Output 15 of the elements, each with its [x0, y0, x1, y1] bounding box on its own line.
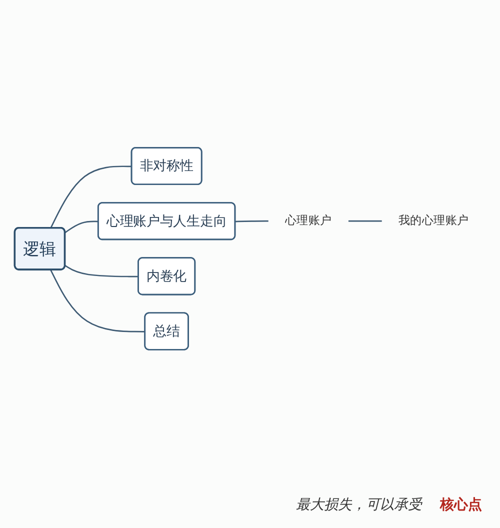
connector-line: [64, 221, 99, 234]
branch-topic-box: 非对称性: [130, 147, 202, 186]
connector-line: [50, 270, 146, 333]
branch-topic-box: 内卷化: [138, 258, 196, 296]
topic-text: 心理账户: [285, 214, 332, 228]
branch-topic-box: 总结: [144, 312, 189, 351]
connector-line: [348, 220, 382, 222]
root-topic-box: 逻辑: [14, 227, 66, 271]
note-text: 最大损失，可以承受: [296, 496, 422, 514]
branch-topic-box: 心理账户与人生走向: [97, 202, 236, 240]
topic-text: 我的心理账户: [398, 214, 469, 228]
connector-line: [50, 166, 132, 229]
note-text: 核心点: [440, 496, 482, 514]
connector-line: [235, 220, 268, 223]
connector-line: [64, 265, 139, 278]
